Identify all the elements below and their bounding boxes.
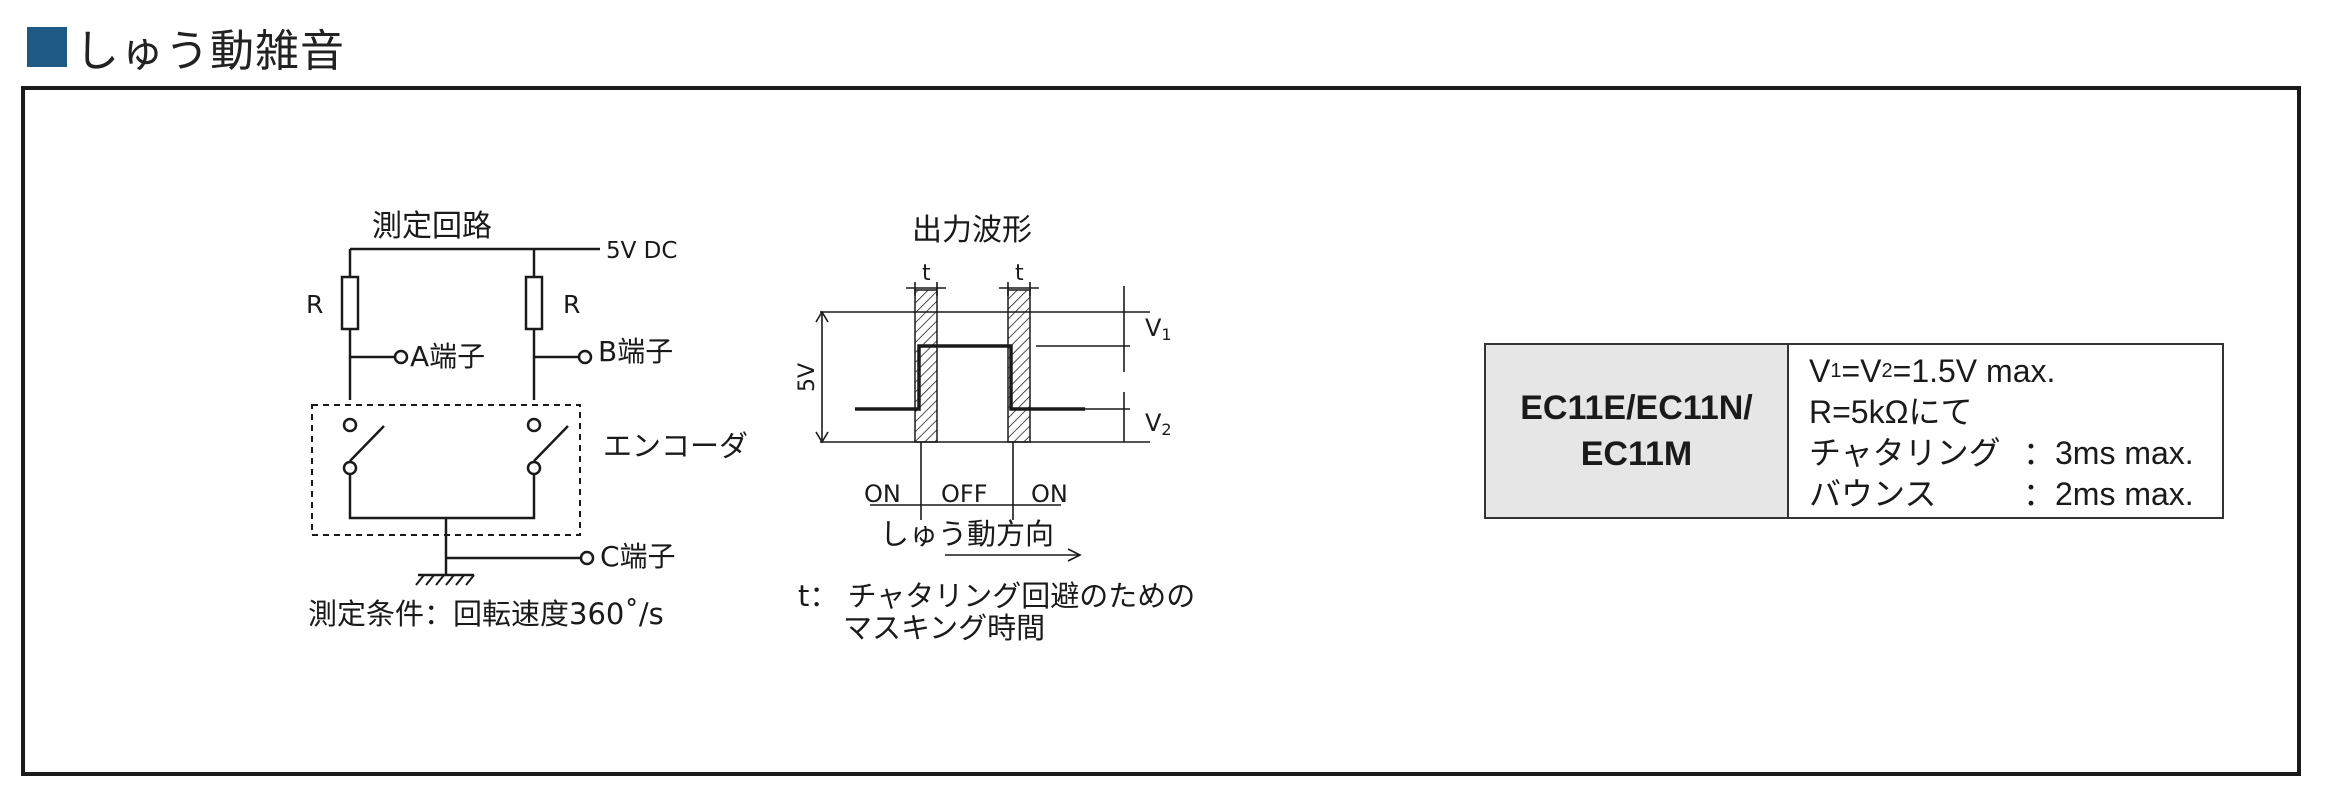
voltage-label: 5V xyxy=(795,363,820,392)
on-label-left: ON xyxy=(864,480,901,508)
content-frame xyxy=(21,86,2301,776)
switch-right-bottom xyxy=(526,460,542,476)
resistor-left-label: R xyxy=(306,290,323,319)
right-branch-wire xyxy=(532,249,578,400)
switch-right-top xyxy=(526,417,542,433)
model-cell: EC11E/EC11N/ EC11M xyxy=(1486,345,1789,517)
switch-right-blade xyxy=(533,425,569,462)
terminal-a-label: A端子 xyxy=(410,340,485,373)
resistor-left xyxy=(340,275,360,331)
supply-label: 5V DC xyxy=(606,238,677,264)
signal-waveform xyxy=(855,344,1085,411)
v2-label: V2 xyxy=(1145,409,1172,439)
masking-note-line2: マスキング時間 xyxy=(843,611,1045,645)
on-label-right: ON xyxy=(1031,480,1068,508)
model-line1: EC11E/EC11N/ xyxy=(1520,389,1753,427)
terminal-c-label: C端子 xyxy=(600,540,676,573)
masking-note-line1: t： チャタリング回避のための xyxy=(798,579,1195,613)
model-line2: EC11M xyxy=(1580,435,1693,473)
section-marker-square xyxy=(27,27,67,67)
bounce-row: バウンス ：2ms max. xyxy=(1809,474,2222,515)
bounce-label: バウンス xyxy=(1809,476,1937,512)
encoder-label: エンコーダ xyxy=(603,429,748,463)
ground-hatch xyxy=(415,574,475,586)
t-label-left: t xyxy=(922,261,931,286)
section-header: しゅう動雑音 xyxy=(27,22,345,77)
terminal-a-node xyxy=(393,349,409,365)
off-label: OFF xyxy=(941,480,988,508)
measurement-condition: 測定条件：回転速度360˚/s xyxy=(308,597,664,631)
switch-left-blade xyxy=(349,425,385,462)
terminal-c-node xyxy=(579,550,595,566)
section-title: しゅう動雑音 xyxy=(75,26,345,77)
chattering-label: チャタリング xyxy=(1809,435,2001,471)
left-branch-wire xyxy=(348,249,394,400)
chattering-row: チャタリング ：3ms max. xyxy=(1809,433,2222,474)
waveform-title: 出力波形 xyxy=(912,213,1032,248)
v1-label: V1 xyxy=(1145,314,1172,344)
direction-label: しゅう動方向 xyxy=(880,517,1054,551)
resistance-condition: R=5kΩにて xyxy=(1809,394,1973,430)
chattering-value: ：3ms max. xyxy=(2023,435,2194,471)
terminal-b-node xyxy=(577,349,593,365)
common-wire xyxy=(444,518,580,575)
circuit-title: 測定回路 xyxy=(372,209,492,244)
t-label-right: t xyxy=(1015,261,1024,286)
resistor-right-label: R xyxy=(563,290,580,319)
terminal-b-label: B端子 xyxy=(598,335,673,368)
resistor-right xyxy=(524,275,544,331)
switch-left-top xyxy=(342,417,358,433)
bounce-value: ：2ms max. xyxy=(2023,476,2194,512)
